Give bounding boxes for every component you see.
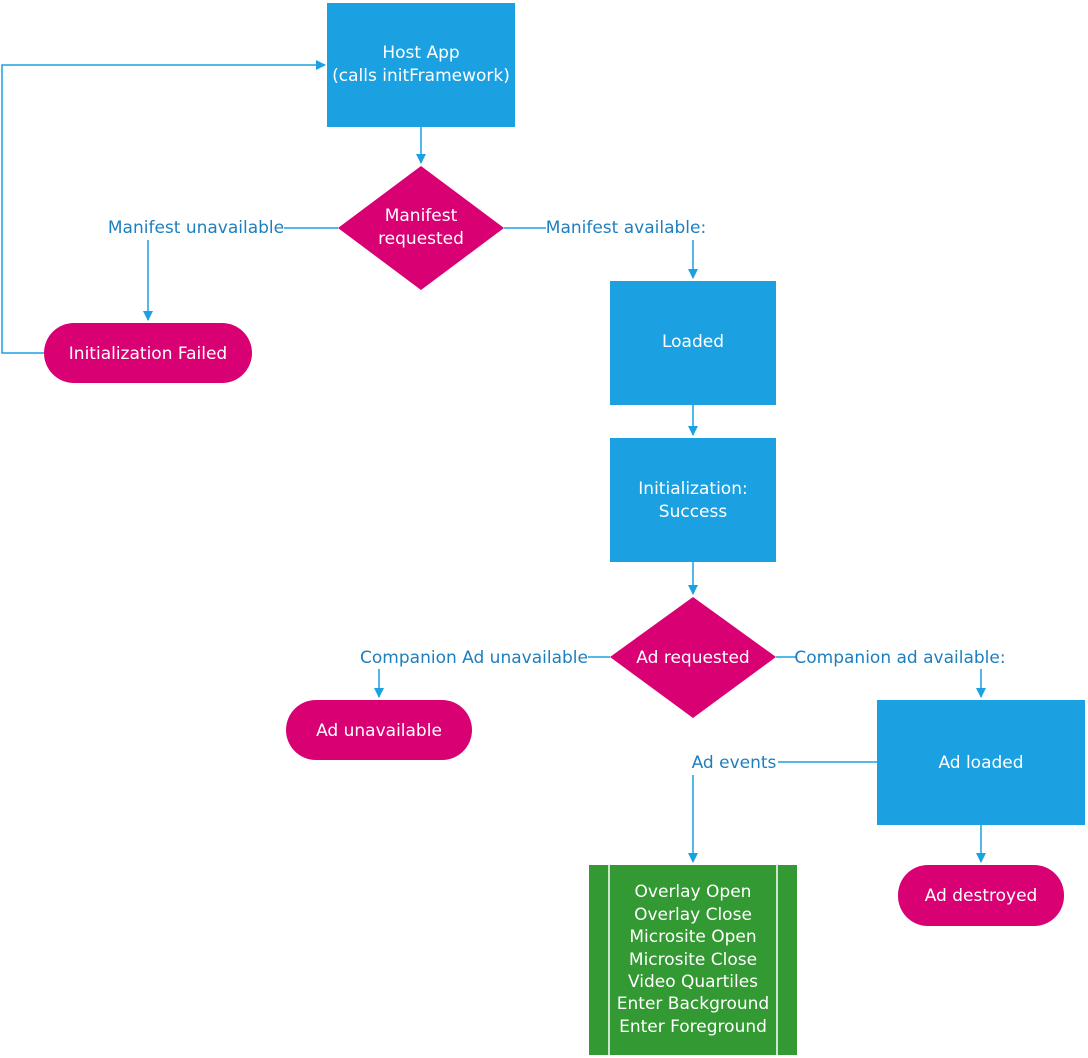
- edge-label-manifest-available: Manifest available:: [546, 218, 706, 238]
- connector-manifest-unavailable: [143, 227, 338, 321]
- node-ad-destroyed-label: Ad destroyed: [925, 886, 1038, 906]
- edge-label-companion-unavailable: Companion Ad unavailable: [360, 648, 588, 668]
- event-item: Video Quartiles: [628, 972, 758, 992]
- node-loaded: Loaded: [610, 281, 776, 405]
- node-ad-requested-label: Ad requested: [636, 648, 749, 668]
- node-initialization-failed: Initialization Failed: [44, 323, 252, 383]
- event-item: Enter Foreground: [619, 1017, 767, 1037]
- node-host-app: Host App (calls initFramework): [327, 3, 515, 127]
- node-ad-loaded: Ad loaded: [877, 700, 1085, 825]
- node-ad-requested: Ad requested: [610, 597, 776, 718]
- node-manifest-requested: Manifest requested: [338, 166, 504, 290]
- connectors: [1, 60, 986, 863]
- node-manifest-requested-line2: requested: [378, 229, 464, 249]
- node-ad-loaded-label: Ad loaded: [938, 753, 1023, 773]
- node-host-app-subtitle: (calls initFramework): [332, 66, 510, 86]
- event-item: Microsite Close: [629, 950, 757, 970]
- node-ad-unavailable: Ad unavailable: [286, 700, 472, 760]
- node-initialization-success-line2: Success: [659, 502, 728, 522]
- node-ad-events-list: Overlay Open Overlay Close Microsite Ope…: [589, 865, 797, 1055]
- node-initialization-failed-label: Initialization Failed: [69, 344, 227, 364]
- edge-label-manifest-unavailable: Manifest unavailable: [108, 218, 284, 238]
- node-host-app-title: Host App: [382, 43, 459, 63]
- event-item: Overlay Close: [634, 905, 752, 925]
- connector-ad-events: [688, 761, 877, 863]
- node-manifest-requested-line1: Manifest: [385, 206, 458, 226]
- node-initialization-success-line1: Initialization:: [638, 479, 747, 499]
- node-initialization-success: Initialization: Success: [610, 438, 776, 562]
- node-ad-unavailable-label: Ad unavailable: [316, 721, 442, 741]
- event-item: Overlay Open: [635, 882, 752, 902]
- edge-label-ad-events: Ad events: [692, 753, 777, 773]
- connector-failed-retry: [1, 60, 326, 354]
- node-ad-destroyed: Ad destroyed: [898, 865, 1064, 926]
- event-item: Enter Background: [617, 994, 769, 1014]
- node-loaded-label: Loaded: [662, 332, 724, 352]
- edge-label-companion-available: Companion ad available:: [794, 648, 1005, 668]
- event-item: Microsite Open: [629, 927, 756, 947]
